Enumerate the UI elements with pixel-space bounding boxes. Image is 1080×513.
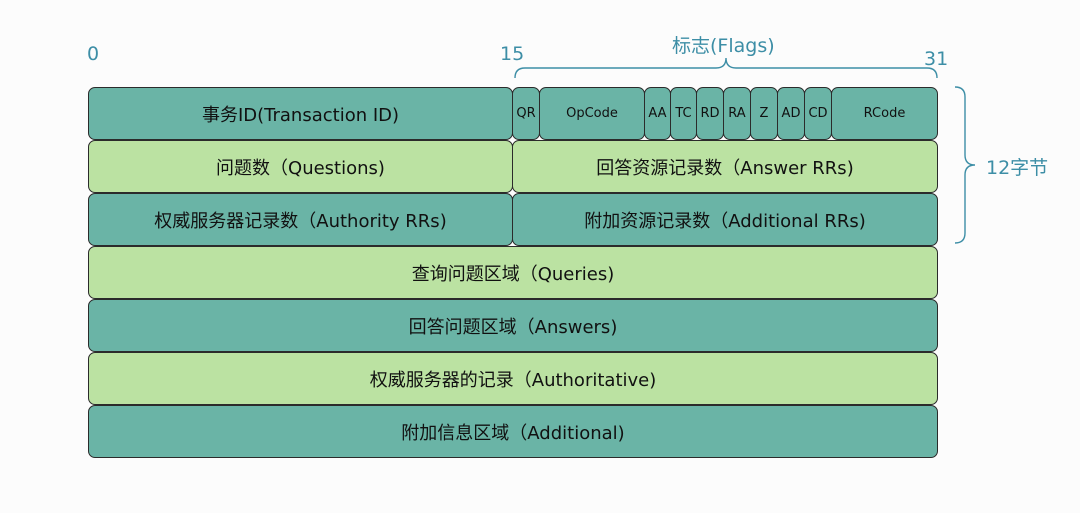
flag-aa-field: AA: [644, 87, 671, 140]
flag-opcode-field: OpCode: [539, 87, 645, 140]
queries-label: 查询问题区域（Queries): [411, 263, 615, 285]
answer-rrs-label: 回答资源记录数（Answer RRs): [596, 157, 854, 179]
authoritative-label: 权威服务器的记录（Authoritative): [369, 369, 657, 391]
flag-qr-label: QR: [516, 106, 536, 121]
flag-cd-field: CD: [804, 87, 832, 140]
flag-z-field: Z: [750, 87, 778, 140]
queries-section: 查询问题区域（Queries): [88, 246, 938, 299]
questions-label: 问题数（Questions): [216, 157, 385, 179]
transaction-id-label: 事务ID(Transaction ID): [201, 104, 400, 126]
flag-rd-field: RD: [696, 87, 724, 140]
additional-rrs-field: 附加资源记录数（Additional RRs): [512, 193, 938, 246]
flag-tc-field: TC: [670, 87, 697, 140]
authority-rrs-field: 权威服务器记录数（Authority RRs): [88, 193, 513, 246]
flag-ra-label: RA: [728, 106, 746, 121]
header-size-brace: [954, 86, 976, 244]
answers-label: 回答问题区域（Answers): [408, 316, 618, 338]
flag-opcode-label: OpCode: [566, 106, 618, 121]
flag-tc-label: TC: [675, 106, 692, 121]
flags-label: 标志(Flags): [672, 35, 775, 57]
flag-rcode-label: RCode: [863, 106, 906, 121]
flags-brace: [514, 57, 938, 79]
additional-rrs-label: 附加资源记录数（Additional RRs): [584, 210, 866, 232]
bit-label-0: 0: [87, 43, 100, 65]
flag-cd-label: CD: [808, 106, 828, 121]
authority-rrs-label: 权威服务器记录数（Authority RRs): [154, 210, 447, 232]
flag-rd-label: RD: [700, 106, 720, 121]
flag-ad-field: AD: [777, 87, 805, 140]
additional-label: 附加信息区域（Additional): [401, 422, 625, 444]
additional-section: 附加信息区域（Additional): [88, 405, 938, 458]
flag-ra-field: RA: [723, 87, 751, 140]
transaction-id-field: 事务ID(Transaction ID): [88, 87, 513, 140]
flag-qr-field: QR: [512, 87, 540, 140]
answer-rrs-field: 回答资源记录数（Answer RRs): [512, 140, 938, 193]
flag-aa-label: AA: [648, 106, 667, 121]
flag-rcode-field: RCode: [831, 87, 938, 140]
flag-z-label: Z: [759, 106, 769, 121]
header-size-label: 12字节: [986, 157, 1049, 179]
bit-label-31: 31: [924, 48, 949, 70]
bit-label-15: 15: [500, 43, 525, 65]
flag-ad-label: AD: [781, 106, 801, 121]
authoritative-section: 权威服务器的记录（Authoritative): [88, 352, 938, 405]
questions-field: 问题数（Questions): [88, 140, 513, 193]
answers-section: 回答问题区域（Answers): [88, 299, 938, 352]
